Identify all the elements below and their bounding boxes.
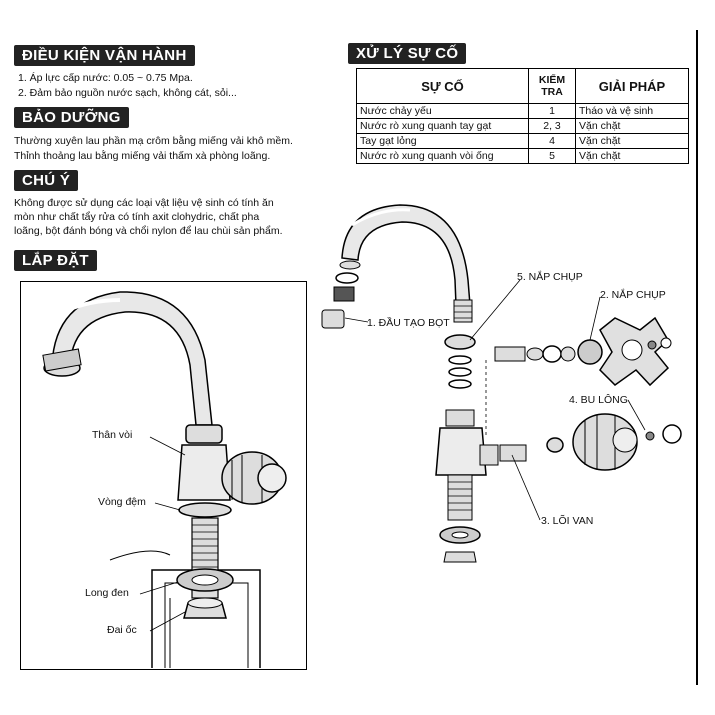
col-solution: GIẢI PHÁP bbox=[575, 68, 689, 104]
installation-heading: LẮP ĐẶT bbox=[14, 250, 97, 271]
solution-cell: Vặn chặt bbox=[575, 133, 689, 149]
solution-cell: Vặn chặt bbox=[575, 148, 689, 164]
part-bolt-label: 4. BU LÔNG bbox=[569, 394, 628, 406]
part-aerator-label: 1. ĐẦU TẠO BỌT bbox=[367, 317, 450, 329]
label-washer: Long đen bbox=[85, 587, 129, 599]
check-cell: 1 bbox=[528, 103, 576, 119]
table-row: Tay gạt lỏng 4 Vặn chặt bbox=[356, 133, 689, 149]
part-cartridge-label: 3. LÕI VAN bbox=[541, 515, 594, 527]
label-gasket: Vòng đệm bbox=[98, 496, 146, 508]
check-cell: 4 bbox=[528, 133, 576, 149]
label-body: Thân vòi bbox=[92, 429, 133, 441]
troubleshooting-heading: XỬ LÝ SỰ CỐ bbox=[348, 43, 467, 64]
label-nut: Đai ốc bbox=[107, 624, 137, 636]
col-issue: SỰ CỐ bbox=[356, 68, 529, 104]
check-cell: 5 bbox=[528, 148, 576, 164]
operating-conditions-heading: ĐIỀU KIỆN VẬN HÀNH bbox=[14, 45, 195, 66]
caution-line-2: mòn như chất tẩy rửa có tính axit clohyd… bbox=[14, 211, 260, 223]
operating-line-1: 1. Áp lực cấp nước: 0.05 ~ 0.75 Mpa. bbox=[18, 72, 193, 84]
issue-cell: Nước rò xung quanh tay gạt bbox=[356, 118, 529, 134]
caution-heading: CHÚ Ý bbox=[14, 170, 79, 191]
check-cell: 2, 3 bbox=[528, 118, 576, 134]
table-row: Nước rò xung quanh tay gạt 2, 3 Vặn chặt bbox=[356, 118, 689, 134]
caution-line-1: Không được sử dụng các loại vật liệu vệ … bbox=[14, 197, 274, 209]
part-cap2-label: 2. NẮP CHỤP bbox=[600, 289, 666, 301]
right-border-line bbox=[696, 30, 698, 685]
maintenance-line-1: Thường xuyên lau phần mạ crôm bằng miếng… bbox=[14, 135, 293, 147]
issue-cell: Nước chảy yếu bbox=[356, 103, 529, 119]
installation-diagram-box bbox=[20, 281, 307, 670]
table-row: Nước rò xung quanh vòi ống 5 Vặn chặt bbox=[356, 148, 689, 164]
issue-cell: Nước rò xung quanh vòi ống bbox=[356, 148, 529, 164]
maintenance-heading: BẢO DƯỠNG bbox=[14, 107, 129, 128]
solution-cell: Vặn chặt bbox=[575, 118, 689, 134]
issue-cell: Tay gạt lỏng bbox=[356, 133, 529, 149]
part-cap5-label: 5. NẮP CHỤP bbox=[517, 271, 583, 283]
table-row: Nước chảy yếu 1 Tháo và vệ sinh bbox=[356, 103, 689, 119]
maintenance-line-2: Thỉnh thoảng lau bằng miếng vải thấm xà … bbox=[14, 150, 271, 162]
operating-line-2: 2. Đảm bảo nguồn nước sạch, không cát, s… bbox=[18, 87, 237, 99]
solution-cell: Tháo và vệ sinh bbox=[575, 103, 689, 119]
caution-line-3: loãng, bột đánh bóng và chổi nylon để la… bbox=[14, 225, 283, 237]
